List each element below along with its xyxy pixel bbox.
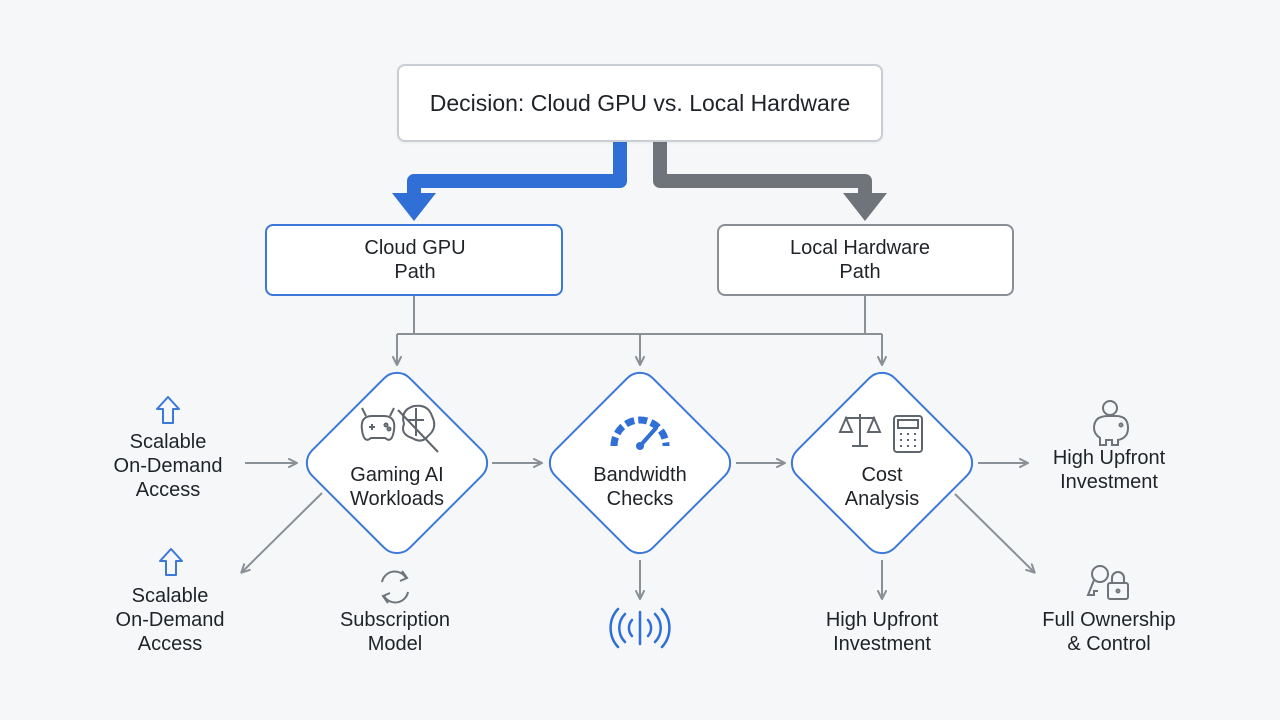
local-branch-arrowhead (843, 193, 887, 221)
local-branch-arrow (653, 142, 872, 197)
cost-analysis-label: Cost Analysis (844, 464, 920, 510)
cloud-gpu-path-label: Cloud GPU Path (364, 237, 466, 283)
gamepad-brain-icon (360, 404, 439, 453)
scalable-access-label-bottom: Scalable On-Demand Access (115, 585, 225, 655)
arrow-up-icon (156, 396, 180, 424)
cost-diamond (790, 371, 974, 555)
decision-title-box: Decision: Cloud GPU vs. Local Hardware (397, 64, 883, 142)
local-hardware-path-box (717, 224, 1014, 296)
bandwidth-checks-label: Bandwidth Checks (593, 464, 687, 510)
key-lock-icon (1086, 565, 1129, 600)
cost-to-ownership-arrow (954, 493, 1036, 574)
high-upfront-investment-label-bottom: High Upfront Investment (825, 609, 939, 655)
high-upfront-investment-label-right: High Upfront Investment (1052, 447, 1166, 493)
cloud-gpu-path-box (265, 224, 563, 296)
scalable-access-label-top: Scalable On-Demand Access (113, 431, 223, 501)
gaming-ai-workloads-label: Gaming AI Workloads (349, 464, 445, 510)
scale-calculator-icon (838, 414, 923, 453)
arrow-up-icon (159, 548, 183, 576)
speedometer-icon (610, 416, 670, 450)
piggy-bank-icon (1092, 400, 1130, 446)
local-hardware-path-label: Local Hardware Path (789, 237, 931, 283)
bandwidth-diamond (548, 371, 732, 555)
cloud-branch-arrowhead (392, 193, 436, 221)
signal-icon (609, 607, 671, 649)
subscription-model-label: Subscription Model (339, 609, 451, 655)
gaming-to-access-arrow (240, 492, 323, 574)
full-ownership-control-label: Full Ownership & Control (1042, 609, 1176, 655)
cloud-branch-arrow (407, 142, 627, 197)
refresh-icon (381, 570, 409, 604)
gaming-diamond (305, 371, 489, 555)
decision-title: Decision: Cloud GPU vs. Local Hardware (429, 89, 851, 116)
